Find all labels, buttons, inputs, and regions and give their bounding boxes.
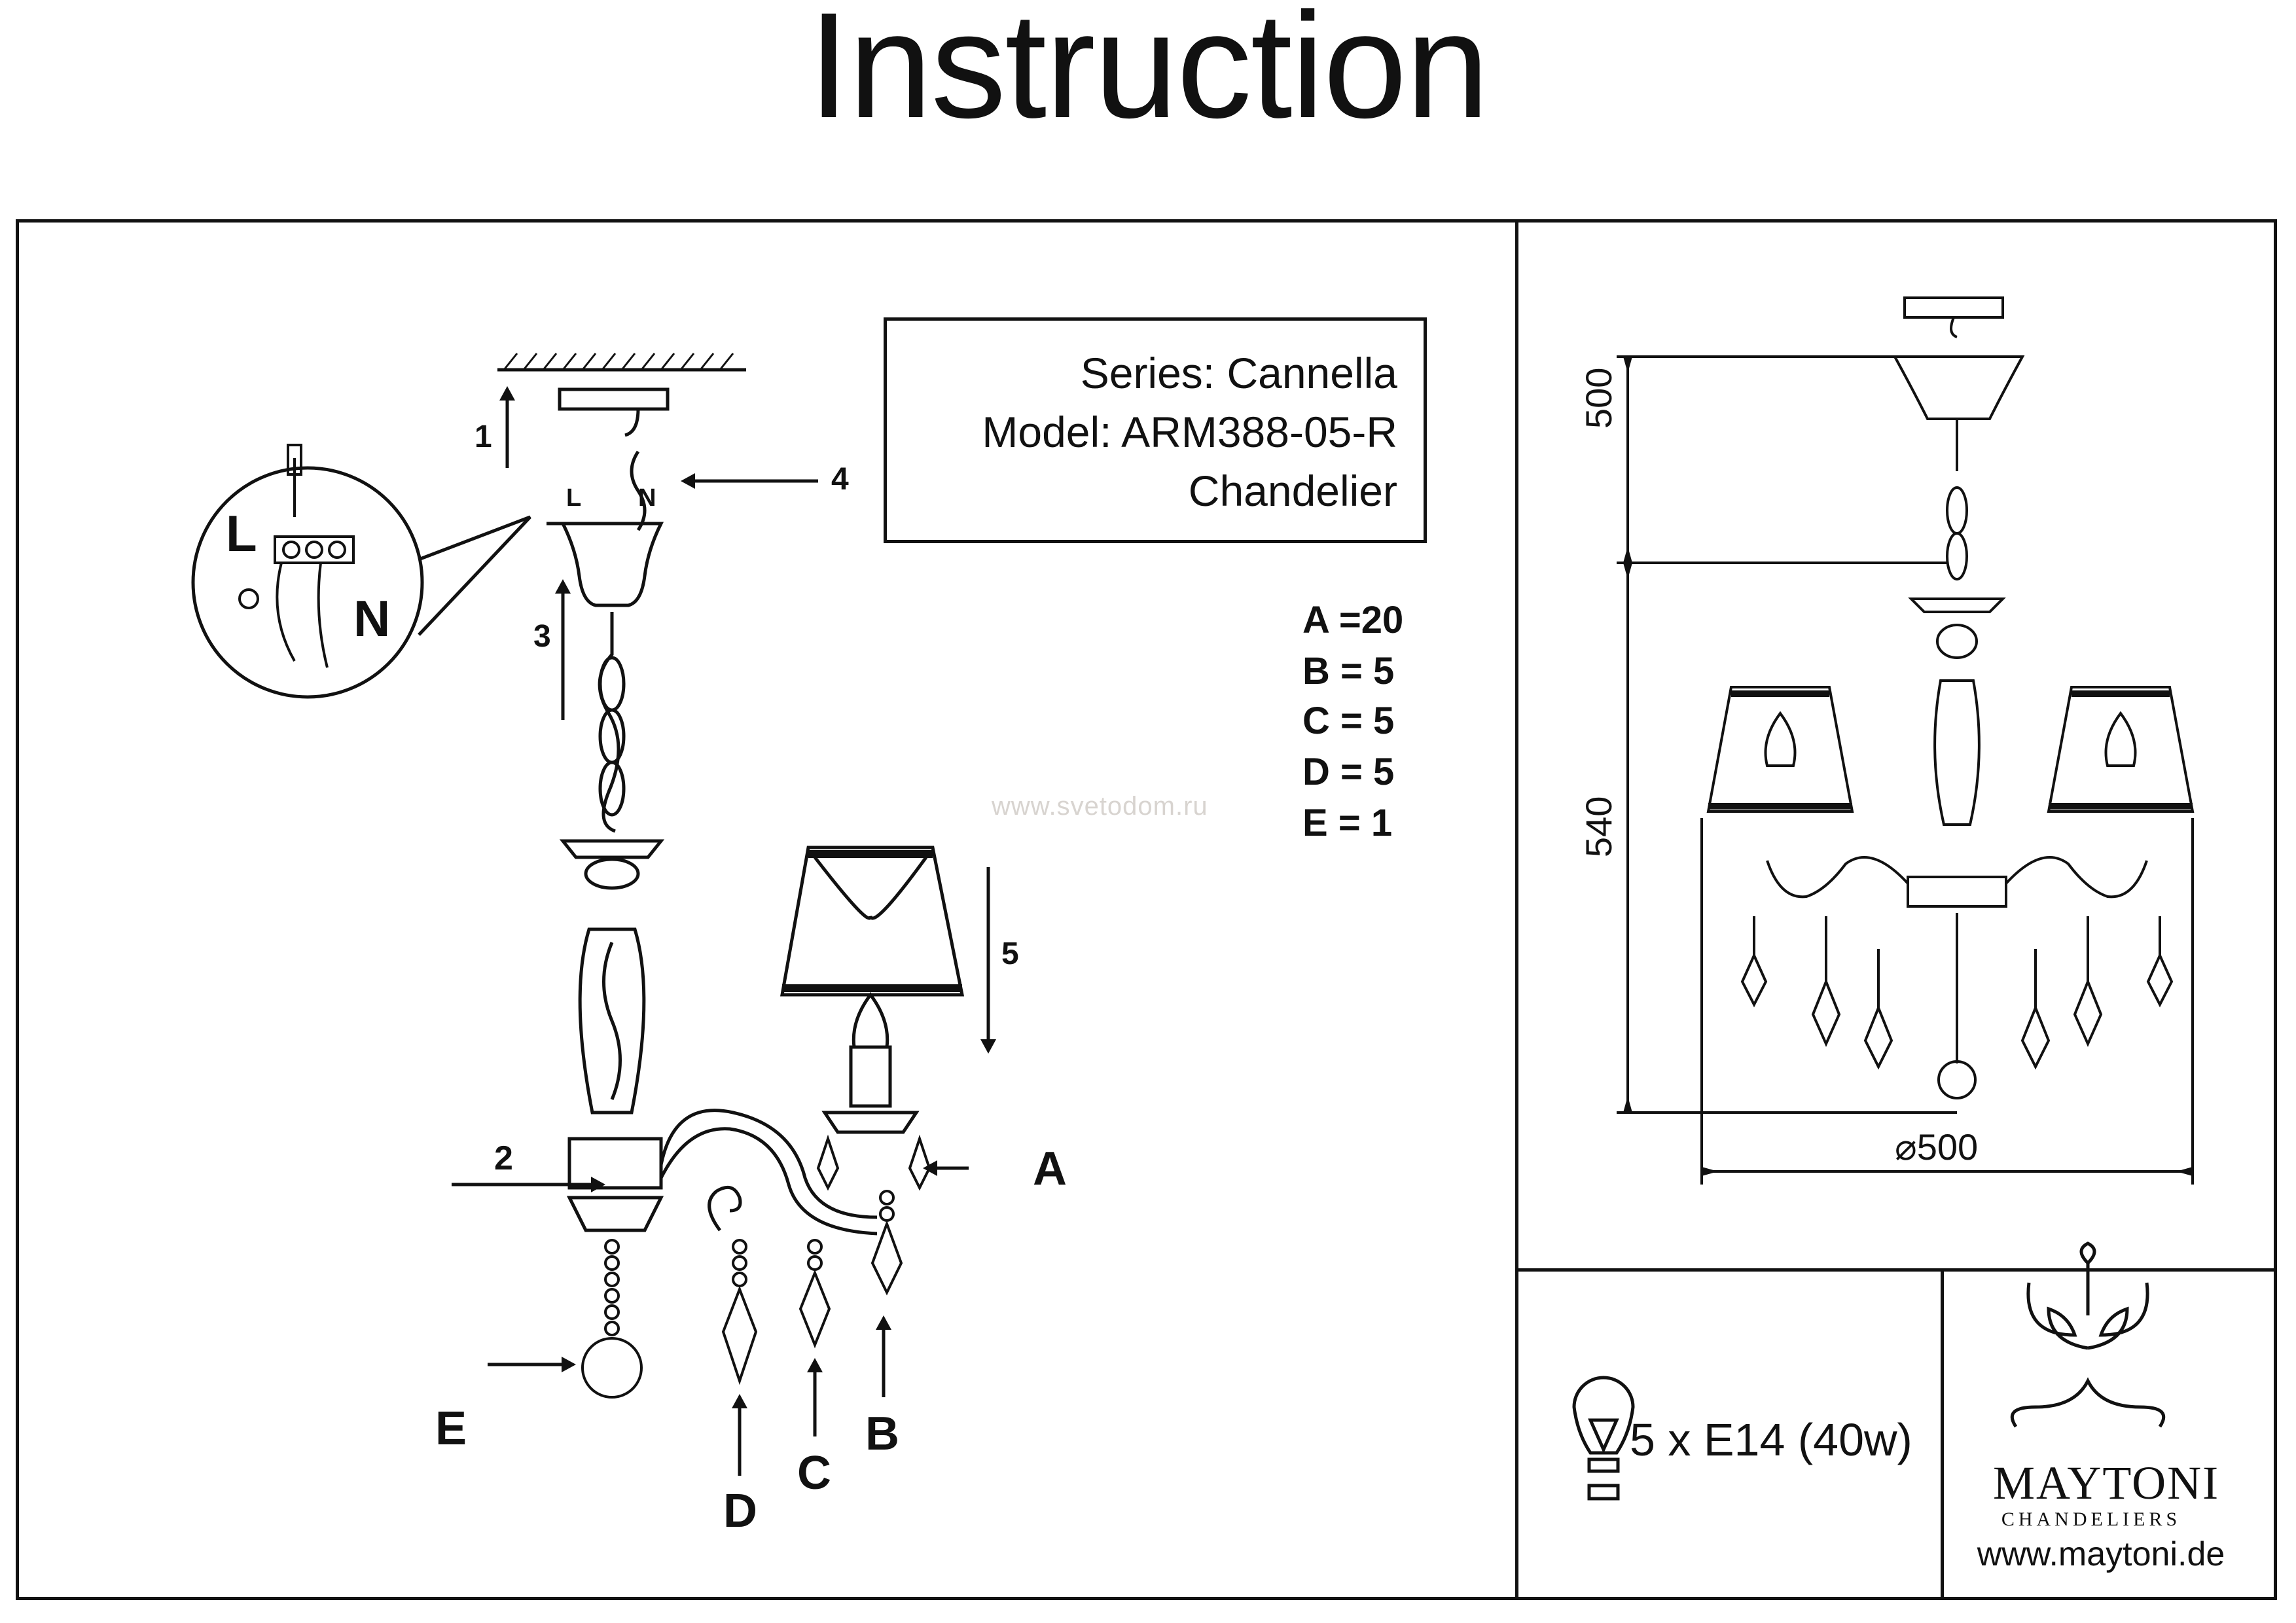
part-b: B = 5 (1302, 650, 1395, 692)
lamp-arm (659, 1109, 878, 1219)
crystal-b (870, 1190, 903, 1296)
instruction-frame (16, 219, 2277, 1600)
dim-diameter-text: ⌀500 (1895, 1126, 1979, 1168)
ceiling-hatch (503, 353, 734, 370)
step-2-label: 2 (494, 1139, 513, 1177)
shade-right (2047, 686, 2195, 813)
product-info-box: Series: Cannella Model: ARM388-05-R Chan… (884, 317, 1427, 543)
mounting-bracket (558, 387, 670, 411)
canopy-dim (1892, 355, 2025, 420)
ground-icon (238, 588, 259, 609)
crystal-c (798, 1239, 831, 1349)
wire (630, 450, 647, 531)
hook (624, 408, 640, 437)
zoom-live-label: L (226, 505, 257, 562)
bobeche (821, 1111, 920, 1134)
part-a: A =20 (1302, 599, 1404, 641)
divider-horizontal-right (1515, 1268, 2277, 1272)
callout-b: B (865, 1408, 899, 1460)
arm-scroll (708, 1185, 742, 1232)
ball-crystal-dim (1937, 1060, 1977, 1099)
crystal-d (721, 1239, 758, 1385)
column-cap (559, 839, 665, 859)
part-d: D = 5 (1302, 751, 1395, 793)
brand-name: MAYTONI (1993, 1457, 2220, 1509)
step-1-label: 1 (475, 419, 492, 454)
callout-c: C (797, 1447, 831, 1499)
bulb-spec: 5 x E14 (40w) (1630, 1414, 1912, 1465)
terminal-block (238, 444, 355, 668)
wire-neutral-label: N (638, 484, 656, 512)
crystal-a (816, 1134, 931, 1191)
zoom-neutral-label: N (353, 590, 391, 647)
watermark: www.svetodom.ru (992, 792, 1208, 821)
type-label: Chandelier (1188, 467, 1397, 515)
brand-website[interactable]: www.maytoni.de (1977, 1535, 2225, 1573)
crystal-e (581, 1239, 643, 1399)
series-label: Series: Cannella (1080, 349, 1397, 397)
part-c: C = 5 (1302, 700, 1395, 742)
lamp-shade (780, 846, 965, 997)
callout-a: A (1033, 1143, 1067, 1195)
divider-vertical-main (1515, 223, 1518, 1597)
hub-bottom (566, 1196, 664, 1232)
column-dim (1933, 679, 1981, 826)
ceiling-canopy (547, 522, 664, 607)
callout-e: E (435, 1402, 467, 1455)
page-title: Instruction (808, 0, 1489, 149)
step-3-label: 3 (533, 619, 551, 654)
dim-height-text: 540 (1578, 796, 1619, 857)
step-4-label: 4 (831, 462, 849, 497)
brand-subtitle: CHANDELIERS (2001, 1508, 2181, 1530)
bulb-icon (1572, 1376, 1635, 1501)
hub-dim (1907, 876, 2007, 908)
wiring-zoom-bubble (191, 466, 424, 699)
model-label: Model: ARM388-05-R (982, 408, 1397, 456)
column-body (578, 927, 646, 1115)
callout-d: D (723, 1485, 757, 1537)
bulb (852, 991, 889, 1049)
mounting-bracket-dim (1903, 296, 2004, 319)
maytoni-logo-ornament (2010, 1241, 2166, 1428)
shade-left (1706, 686, 1854, 813)
assembly-diagram (191, 353, 996, 1476)
step-5-label: 5 (1001, 936, 1019, 971)
zoom-pointer (392, 515, 531, 636)
part-e: E = 1 (1302, 802, 1393, 844)
wire-live-label: L (566, 484, 582, 512)
divider-vertical-bottom (1941, 1268, 1944, 1597)
dim-chain-text: 500 (1578, 367, 1619, 429)
